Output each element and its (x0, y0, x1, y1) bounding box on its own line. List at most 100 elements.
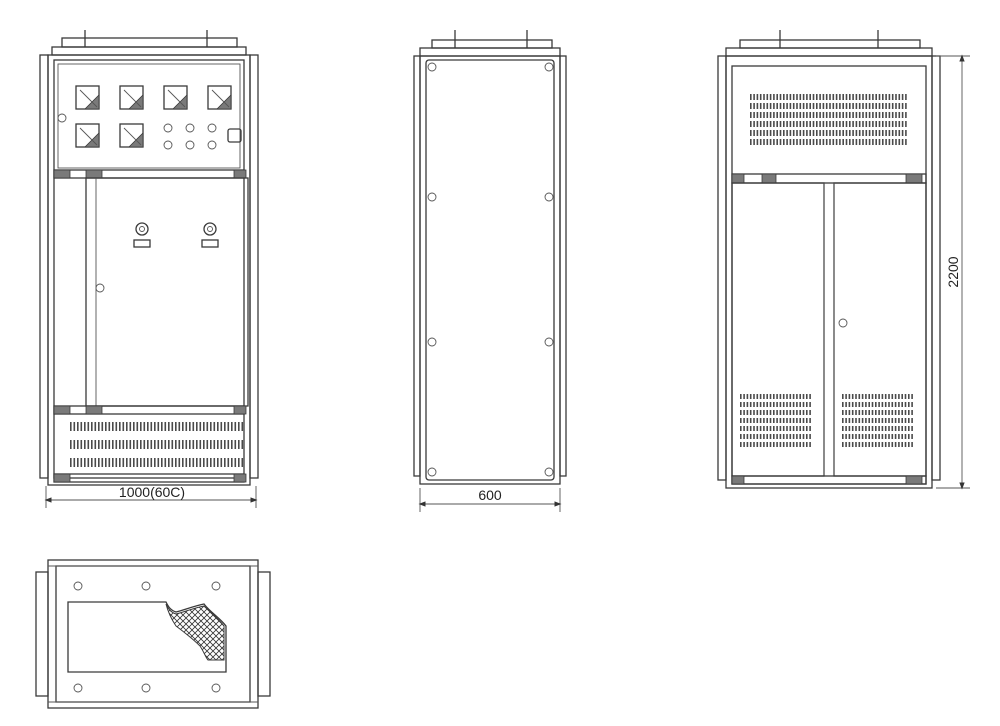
rear-view: 2200 (717, 30, 970, 490)
vent-slot (802, 402, 805, 407)
vent-slot (185, 422, 188, 431)
vent-slot (865, 402, 867, 407)
vent-slot (740, 410, 742, 415)
vent-slot (881, 434, 884, 439)
vent-slot (786, 394, 788, 399)
vent-slot (901, 426, 903, 431)
vent-slot (87, 458, 90, 467)
vent-slot (882, 103, 884, 109)
vent-slot (901, 394, 903, 399)
vent-slot (855, 418, 857, 423)
vent-slot (884, 426, 887, 431)
vent-slot (115, 422, 118, 431)
vent-slot (848, 434, 851, 439)
vent-slot (779, 130, 782, 136)
vent-slot (763, 434, 765, 439)
vent-slot (750, 121, 752, 127)
vent-slot (802, 103, 805, 109)
vent-slot (164, 458, 167, 467)
vent-slot (858, 418, 861, 423)
vent-slot (759, 121, 762, 127)
vent-slot (799, 112, 802, 118)
vent-slot (756, 426, 759, 431)
vent-slot (851, 434, 854, 439)
vent-slot (829, 139, 831, 145)
vent-slot (150, 422, 153, 431)
vent-slot (891, 402, 894, 407)
vent-slot (891, 139, 894, 145)
vent-slot (773, 121, 775, 127)
vent-slot (786, 426, 788, 431)
vent-slot (875, 112, 877, 118)
vent-slot (852, 139, 854, 145)
vent-slot (773, 410, 775, 415)
vent-slot (769, 130, 772, 136)
vent-slot (749, 418, 752, 423)
vent-slot (822, 103, 825, 109)
vent-slot (806, 394, 808, 399)
vent-slot (147, 422, 149, 431)
vent-slot (819, 121, 821, 127)
vent-slot (792, 410, 795, 415)
vent-slot (842, 139, 844, 145)
vent-slot (901, 103, 904, 109)
vent-slot (759, 130, 762, 136)
vent-slot (776, 418, 778, 423)
vent-slot (842, 103, 844, 109)
vent-slot (783, 121, 785, 127)
vent-slot (101, 440, 104, 449)
vent-slot (809, 103, 811, 109)
vent-slot (849, 139, 851, 145)
vent-slot (908, 442, 910, 447)
vent-slot (885, 130, 887, 136)
vent-slot (891, 426, 894, 431)
vent-slot (227, 422, 230, 431)
vent-slot (185, 458, 188, 467)
vent-slot (126, 440, 128, 449)
vent-slot (832, 130, 835, 136)
vent-slot (196, 422, 198, 431)
vent-slot (786, 418, 788, 423)
vent-slot (865, 112, 868, 118)
vent-slot (150, 458, 153, 467)
vent-slot (779, 103, 782, 109)
vent-slot (203, 422, 205, 431)
vent-slot (789, 139, 792, 145)
vent-slot (822, 94, 825, 100)
vent-slot (905, 139, 907, 145)
vent-slot (740, 426, 742, 431)
vent-slot (891, 418, 894, 423)
vent-slot (77, 440, 79, 449)
vent-slot (776, 410, 778, 415)
vent-slot (129, 458, 132, 467)
vent-slot (756, 434, 759, 439)
vent-slot (809, 94, 811, 100)
vent-slot (87, 422, 90, 431)
vent-slot (882, 121, 884, 127)
vent-slot (779, 410, 782, 415)
vent-slot (178, 422, 181, 431)
vent-slot (802, 139, 805, 145)
vent-slot (881, 410, 884, 415)
vent-slot (875, 94, 877, 100)
vent-slot (842, 394, 844, 399)
vent-slot (746, 434, 749, 439)
vent-slot (164, 422, 167, 431)
vent-slot (862, 112, 864, 118)
vent-slot (756, 442, 759, 447)
vent-slot (178, 440, 181, 449)
vent-slot (129, 440, 132, 449)
vent-slot (809, 139, 811, 145)
vent-slot (806, 426, 808, 431)
vent-slot (901, 112, 904, 118)
vent-slot (884, 402, 887, 407)
vent-slot (911, 418, 913, 423)
vent-slot (852, 121, 854, 127)
vent-slot (895, 121, 897, 127)
height-label: 2200 (945, 256, 961, 287)
vent-slot (898, 94, 901, 100)
vent-slot (862, 121, 864, 127)
vent-slot (753, 94, 755, 100)
vent-slot (819, 103, 821, 109)
vent-slot (898, 434, 900, 439)
